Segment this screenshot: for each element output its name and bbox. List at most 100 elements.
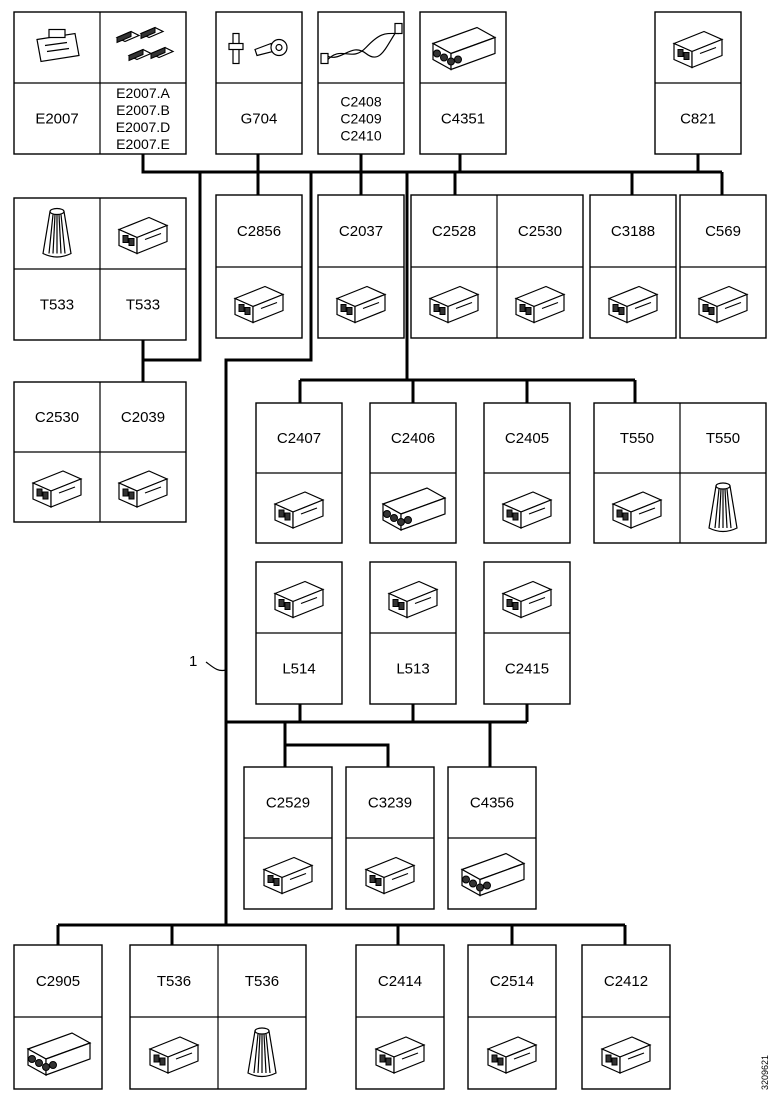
connector-label: C2407 [277,430,321,447]
connector-label: L514 [282,661,315,678]
connector-icon [364,856,416,895]
connector-label: C2037 [339,223,383,240]
connector-icon [672,30,724,69]
connector-box: C4356 [447,766,537,910]
connector-label: T550 [620,430,654,447]
connector-icon [501,580,553,619]
connector-label: E2007 [35,111,78,128]
connector-label: C2529 [266,795,310,812]
multi-pin-connector-icon [381,487,447,532]
multi-pin-connector-icon [460,852,526,897]
connector-label: C4356 [470,795,514,812]
multi-pin-connector-icon [431,26,497,71]
connector-icon [501,491,553,529]
connector-box: C2529 [243,766,333,910]
multi-pin-connector-icon [26,1032,92,1077]
connector-box: C3188 [589,194,677,339]
connector-label: G704 [241,111,278,128]
connector-box: T550 T550 [593,402,767,544]
connector-box: C569 [679,194,767,339]
connector-icon [335,285,387,324]
cone-insulator-icon [42,207,72,258]
connector-box: C2037 [317,194,405,339]
connector-label: C2410 [340,128,381,144]
connector-label: E2007.D [116,119,170,135]
connector-box: C2514 [467,944,557,1090]
connector-icon [117,216,169,255]
connector-label: C2405 [505,430,549,447]
connector-box: C2407 [255,402,343,544]
connector-label: T533 [40,297,74,314]
connector-label: C2530 [518,223,562,240]
connector-icon [374,1036,426,1074]
connector-label: T536 [245,973,279,990]
connector-box: C2405 [483,402,571,544]
connector-label: C2514 [490,973,534,990]
connector-icon [697,285,749,324]
connector-icon [117,470,169,508]
connector-label: C2856 [237,223,281,240]
connector-icon [387,580,439,619]
connector-icon [273,491,325,529]
connector-label: C2905 [36,973,80,990]
connector-label: L513 [396,661,429,678]
connector-label: E2007.A [116,85,170,101]
connector-label: E2007.B [116,102,170,118]
cone-insulator-icon [247,1027,277,1078]
connector-box: L513 [369,561,457,705]
terminal-set-icon [115,26,175,62]
connector-boxes: E2007E2007.AE2007.BE2007.DE2007.EG704C24… [13,11,767,1090]
connector-label: C3239 [368,795,412,812]
wire-segment [285,743,390,767]
connector-label: T550 [706,430,740,447]
connector-box: C2414 [355,944,445,1090]
wire-segment [224,172,313,925]
connector-icon [611,491,663,529]
connector-icon [233,285,285,324]
connector-box: C2905 [13,944,103,1090]
connector-label: C821 [680,111,716,128]
connector-icon [31,470,83,508]
connector-icon [486,1036,538,1074]
connector-label: C2406 [391,430,435,447]
wire-segment [141,172,202,362]
connector-label: T536 [157,973,191,990]
connector-box: T536 T536 [129,944,307,1090]
connector-box: G704 [215,11,303,155]
harness-number-label: 1 [189,653,197,670]
wire-segment [141,154,722,174]
connector-label: C2412 [604,973,648,990]
connector-icon [600,1036,652,1074]
connector-icon [607,285,659,324]
connector-box: L514 [255,561,343,705]
connector-icon [262,856,314,895]
harness-leader-line [205,661,227,672]
connector-icon [273,580,325,619]
connector-box: C2412 [581,944,671,1090]
connector-box: C2415 [483,561,571,705]
connector-label: C2414 [378,973,422,990]
connector-label: C3188 [611,223,655,240]
connector-label: C2409 [340,111,381,127]
connector-icon [148,1036,200,1074]
harness-wires [56,154,724,945]
connector-icon [514,285,566,324]
connector-label: C2408 [340,94,381,110]
connector-label: E2007.E [116,136,170,152]
figure-id: 3209621 [760,1055,770,1090]
connector-label: C2039 [121,409,165,426]
ground-terminal-icon [228,32,288,65]
connector-label: C2415 [505,661,549,678]
connector-label: C569 [705,223,741,240]
connector-icon [428,285,480,324]
connector-box: C821 [654,11,742,155]
twisted-wire-icon [320,22,403,65]
connector-box: C2856 [215,194,303,339]
connector-box: C4351 [419,11,507,155]
